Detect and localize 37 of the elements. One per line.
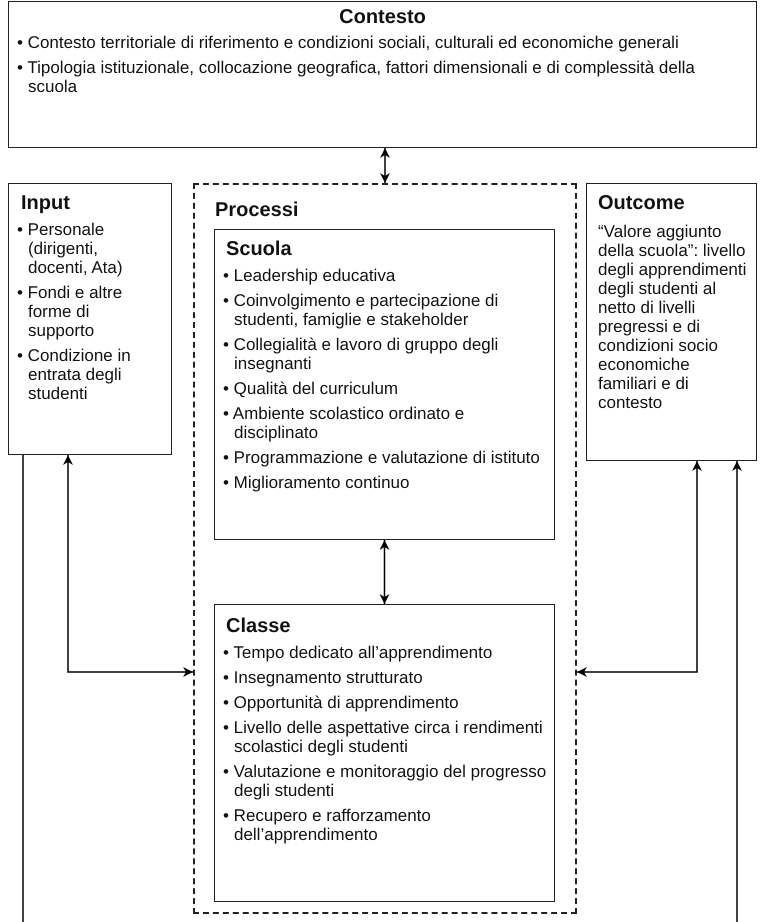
outcome-description: “Valore aggiunto della scuola”: livello degli apprendimenti degli studenti al netto di livelli pregressi e di condizioni socio economiche familiari e di contesto (598, 222, 748, 412)
box-heading: Outcome (598, 192, 685, 214)
process-box (586, 183, 757, 461)
bullet-item: • Fondi e altre forme di supporto (17, 283, 124, 340)
arrow (380, 148, 390, 183)
bullet-item: • Collegialità e lavoro di gruppo degli insegnanti (223, 335, 500, 373)
box-heading: Processi (215, 199, 298, 221)
bullet-item: • Insegnamento strutturato (223, 668, 424, 687)
bullet-item: • Valutazione e monitoraggio del progresso degli studenti (223, 762, 548, 800)
bullet-item: • Livello delle aspettative circa i rendimenti scolastici degli studenti (223, 718, 544, 756)
bullet-item: • Personale (dirigenti, docenti, Ata) (17, 220, 124, 277)
bullet-item: • Tempo dedicato all’apprendimento (223, 643, 494, 662)
bullet-item: • Programmazione e valutazione di istituto (223, 448, 541, 467)
bullet-item: • Leadership educativa (223, 266, 396, 285)
arrow (63, 455, 193, 677)
bullet-item: • Qualità del curriculum (223, 379, 400, 398)
connector-line (22, 455, 24, 922)
box-heading: Contesto (338, 6, 427, 28)
bullet-item: • Ambiente scolastico ordinato e disciplinato (223, 404, 466, 442)
box-heading: Classe (226, 615, 290, 637)
process-box (214, 229, 555, 540)
process-box (8, 1, 757, 148)
arrow (577, 461, 702, 677)
box-heading: Scuola (226, 238, 292, 260)
bullet-item: • Coinvolgimento e partecipazione di studenti, famiglie e stakeholder (223, 291, 500, 329)
arrow (380, 540, 390, 604)
process-box (8, 183, 172, 455)
dashed-group-box (193, 183, 577, 914)
bullet-item: • Opportunità di apprendimento (223, 693, 460, 712)
bullet-item: • Miglioramento continuo (223, 473, 410, 492)
bullet-item: • Condizione in entrata degli studenti (17, 346, 132, 403)
box-heading: Input (21, 192, 70, 214)
arrow (732, 461, 742, 922)
process-box (214, 604, 555, 902)
bullet-item: • Contesto territoriale di riferimento e condizioni sociali, culturali ed economiche generali (17, 33, 680, 52)
bullet-item: • Tipologia istituzionale, collocazione geografica, fattori dimensionali e di complessità della scuola (17, 58, 696, 96)
bullet-item: • Recupero e rafforzamento dell’apprendimento (223, 806, 432, 844)
